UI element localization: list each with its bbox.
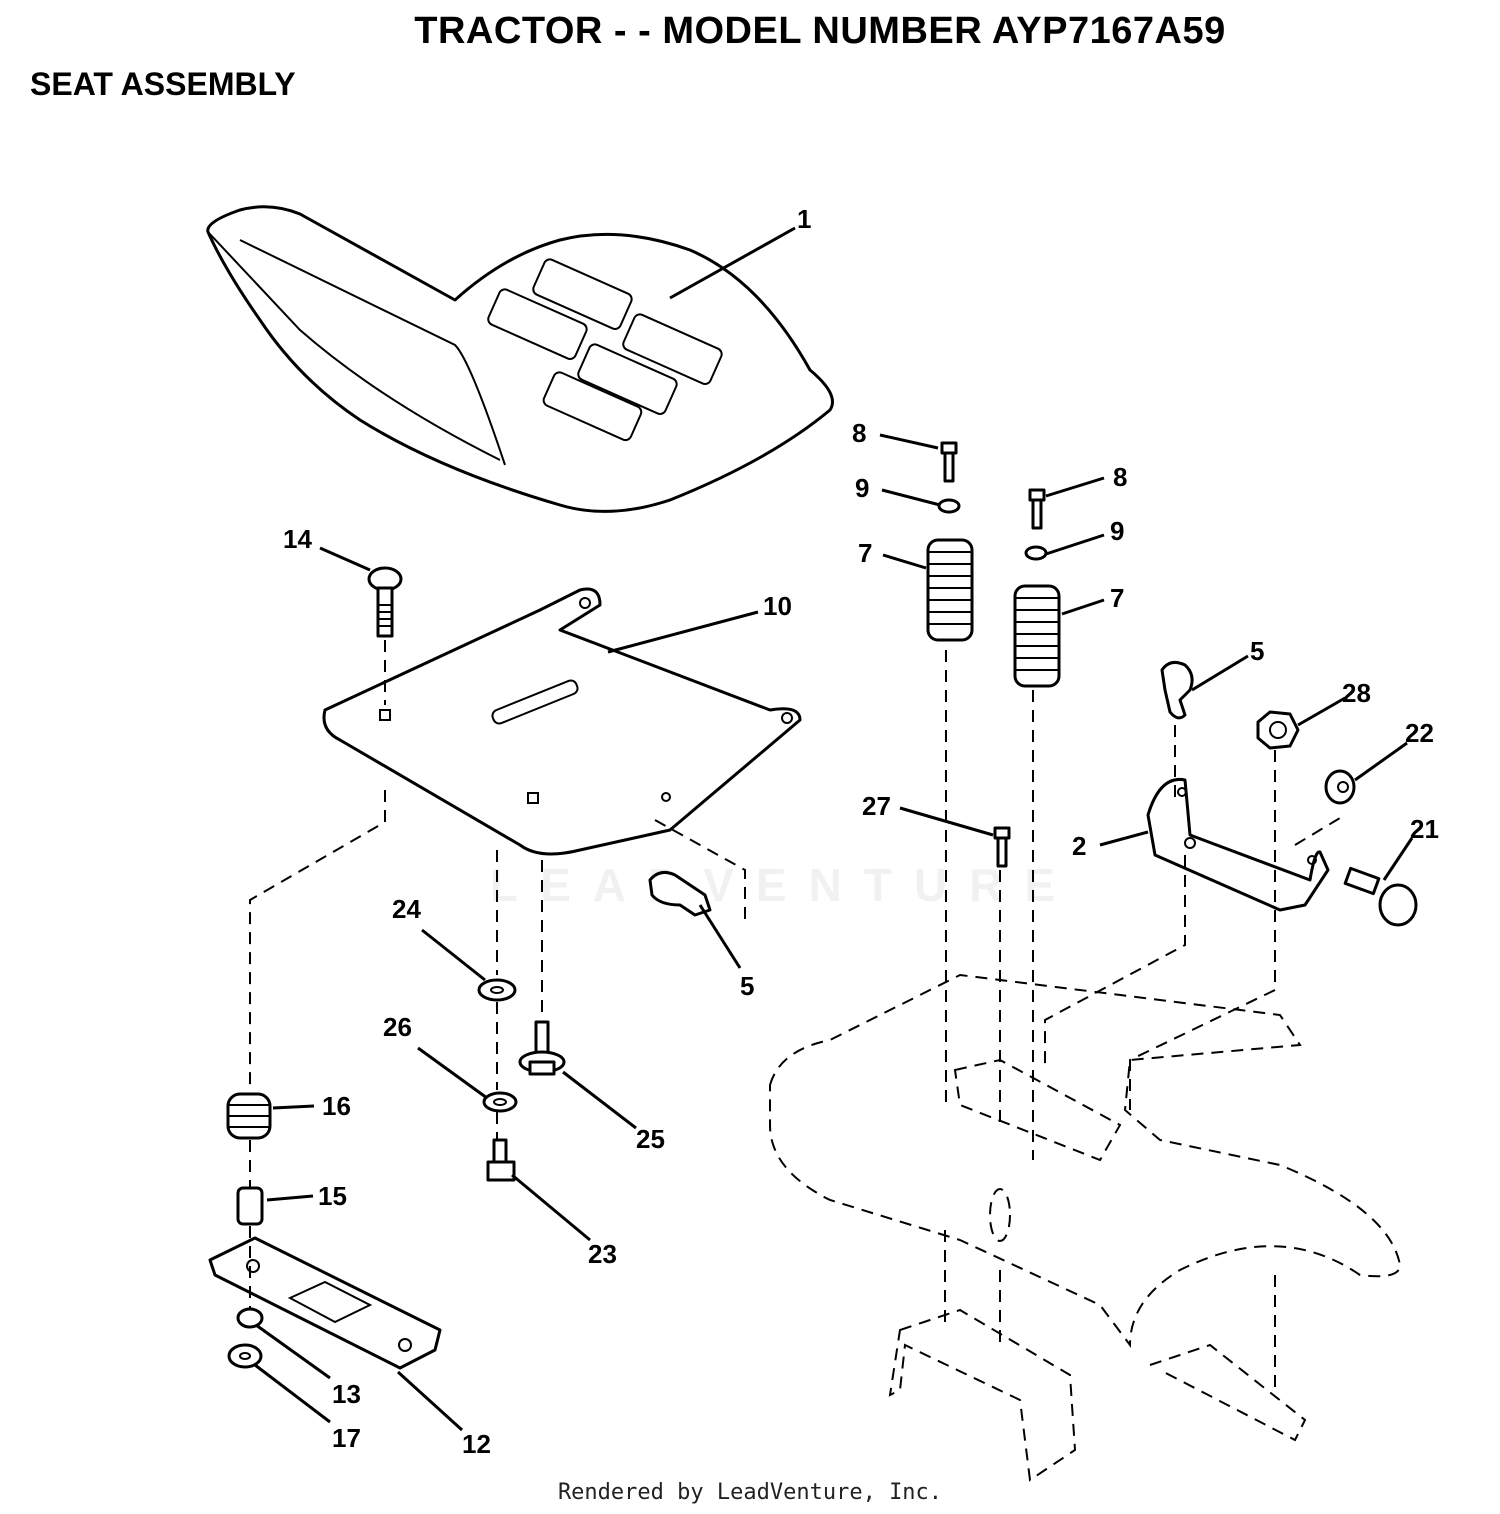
bolt-and-washer-set xyxy=(937,441,1048,561)
hex-nut-part xyxy=(1256,710,1300,750)
callout-7: 7 xyxy=(858,538,872,568)
spacer-part xyxy=(1324,769,1356,805)
callout-28: 28 xyxy=(1342,678,1371,708)
hex-bolt-part xyxy=(486,1138,516,1182)
fender-frame-outline xyxy=(769,973,1402,1482)
footer-credit: Rendered by LeadVenture, Inc. xyxy=(557,1480,943,1505)
small-bolt-part xyxy=(993,826,1011,868)
lock-washer-part xyxy=(482,1091,518,1113)
callout-7: 7 xyxy=(1110,583,1124,613)
callout-23: 23 xyxy=(588,1239,617,1269)
callout-25: 25 xyxy=(636,1124,665,1154)
flat-washer-part xyxy=(477,978,517,1002)
lock-nut-part xyxy=(227,1343,263,1369)
callout-8: 8 xyxy=(852,418,866,448)
adjuster-plate-part xyxy=(208,1236,442,1370)
spring-part-right xyxy=(1013,584,1061,688)
callout-2: 2 xyxy=(1072,831,1086,861)
assembly-lines xyxy=(249,640,1346,1395)
leader-lines xyxy=(254,226,1414,1432)
flange-nut-part xyxy=(236,1307,264,1329)
clip-part-lower xyxy=(648,870,712,917)
carriage-bolt-part xyxy=(367,566,403,638)
callout-10: 10 xyxy=(763,591,792,621)
pivot-bracket-part xyxy=(1146,777,1330,912)
callout-5: 5 xyxy=(1250,636,1264,666)
callout-17: 17 xyxy=(332,1423,361,1453)
callout-27: 27 xyxy=(862,791,891,821)
callout-8: 8 xyxy=(1113,462,1127,492)
seat-pan-part xyxy=(322,587,802,856)
clip-part-upper xyxy=(1160,660,1194,720)
shoulder-bolt-part xyxy=(1343,866,1418,927)
callout-24: 24 xyxy=(392,894,421,924)
callout-26: 26 xyxy=(383,1012,412,1042)
callout-labels: 1 8 9 7 8 9 7 14 10 5 28 22 21 2 27 24 5… xyxy=(283,204,1439,1459)
callout-16: 16 xyxy=(322,1091,351,1121)
callout-9: 9 xyxy=(1110,516,1124,546)
coil-spring-part xyxy=(226,1092,272,1140)
callout-12: 12 xyxy=(462,1429,491,1459)
section-title: SEAT ASSEMBLY xyxy=(30,66,296,102)
seat-cushion-panels xyxy=(487,258,723,442)
seat-part xyxy=(206,205,834,513)
callout-9: 9 xyxy=(855,473,869,503)
flange-bolt-part xyxy=(518,1020,566,1076)
page-title: TRACTOR - - MODEL NUMBER AYP7167A59 xyxy=(414,10,1226,52)
callout-22: 22 xyxy=(1405,718,1434,748)
callout-15: 15 xyxy=(318,1181,347,1211)
callout-14: 14 xyxy=(283,524,312,554)
callout-21: 21 xyxy=(1410,814,1439,844)
spacer-tube-part xyxy=(236,1186,264,1226)
spring-part-left xyxy=(926,538,974,642)
callout-5: 5 xyxy=(740,971,754,1001)
watermark-text: LEADVENTURE xyxy=(490,859,1078,911)
callout-1: 1 xyxy=(797,204,811,234)
callout-13: 13 xyxy=(332,1379,361,1409)
